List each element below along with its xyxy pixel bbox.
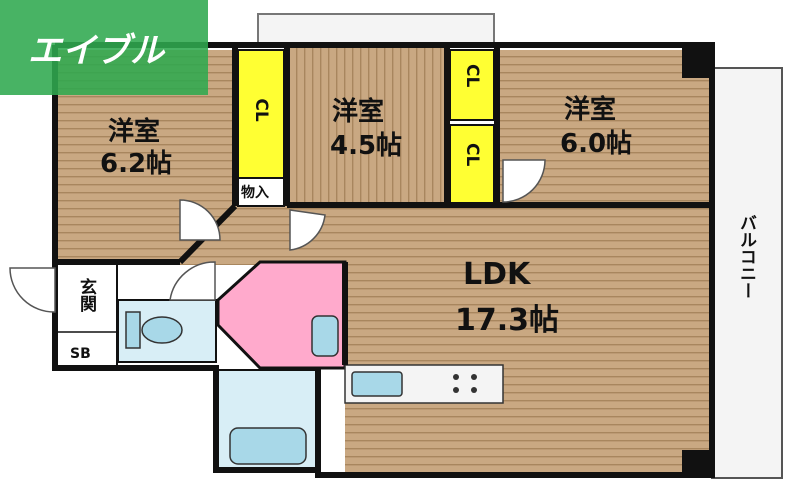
ldk-size: 17.3帖 [455, 303, 559, 338]
western-room-3-size: 6.0帖 [560, 129, 632, 159]
wall-column [682, 48, 712, 78]
logo-panel [0, 0, 208, 95]
western-room-1-name: 洋室 [108, 116, 160, 147]
closet-3 [449, 124, 495, 204]
western-room-3-name: 洋室 [564, 94, 616, 125]
wall-column [682, 450, 712, 478]
door-swings [9, 159, 546, 313]
western-room-1-size: 6.2帖 [100, 149, 172, 179]
washbasin-icon [311, 315, 339, 357]
closet-1-label: CL [251, 98, 271, 121]
top-balcony-rail [257, 13, 495, 45]
toilet-icon [125, 311, 183, 349]
closet-2 [449, 49, 495, 121]
ldk-name: LDK [463, 257, 532, 292]
closet-2-label: CL [462, 64, 482, 87]
shoe-box-label: SB [70, 346, 91, 362]
logo-text: エイブル [28, 31, 166, 71]
western-room-2-floor [288, 45, 446, 205]
ldk-floor [345, 205, 712, 475]
bathtub-icon [229, 427, 307, 465]
entrance-label: 玄関 [76, 277, 97, 312]
storage-label: 物入 [241, 184, 269, 201]
closet-1 [237, 49, 285, 179]
western-room-2-size: 4.5帖 [330, 131, 402, 161]
entrance-area [54, 261, 118, 369]
stove-icon [453, 374, 477, 393]
balcony-area [711, 67, 783, 479]
balcony-label: バルコニー [736, 214, 757, 299]
western-room-2-name: 洋室 [332, 96, 384, 127]
sink-icon [351, 371, 403, 397]
walls [52, 42, 715, 478]
closet-3-label: CL [462, 143, 482, 166]
